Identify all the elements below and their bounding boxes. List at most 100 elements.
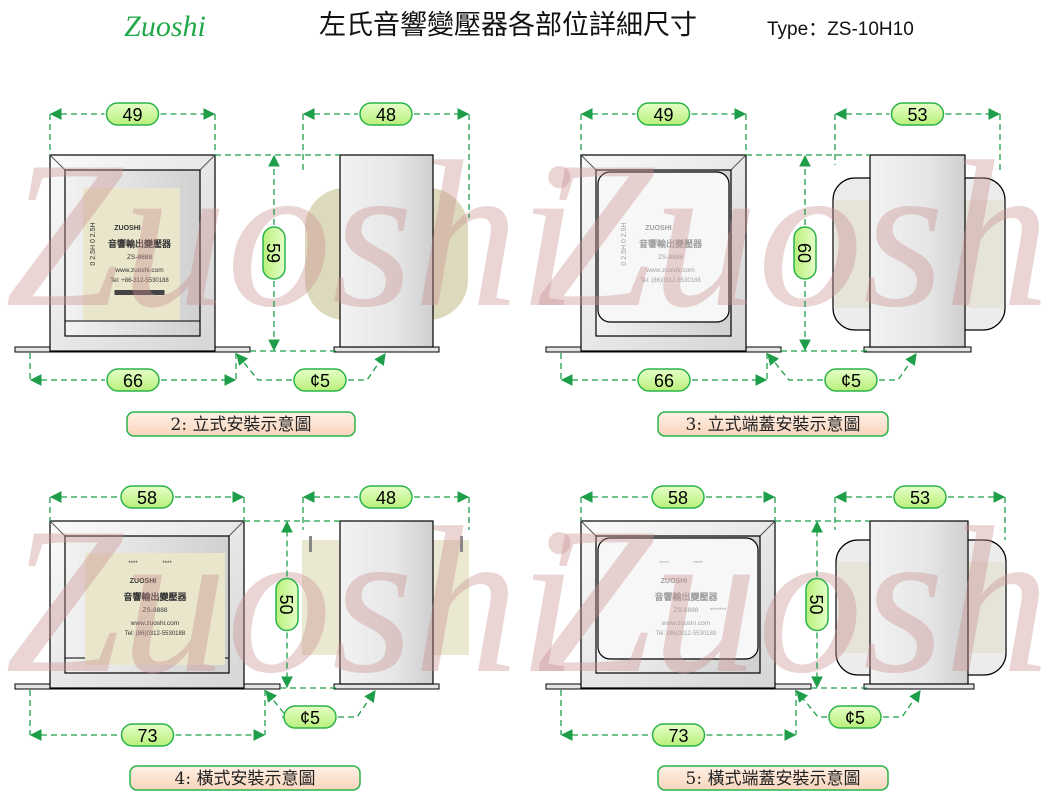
watermark: Zuoshi	[536, 485, 1053, 717]
dimension-pill	[637, 368, 691, 392]
dimension-value: ¢5	[300, 708, 320, 728]
type-label: Type：ZS-10H10	[767, 19, 914, 40]
nameplate-website: www.zuoshi.com	[114, 267, 163, 274]
nameplate-brand: ZUOSHI	[661, 578, 688, 585]
caption-box	[126, 411, 356, 437]
nameplate: ********ZUOSHI音響輸出變壓器ZS-8888www.zuoshi.c…	[85, 553, 225, 665]
dimension-pill	[893, 485, 947, 509]
end-cover	[597, 537, 759, 660]
dimensions-panel-4: 58 48 50 73 ¢5	[29, 485, 470, 747]
dimensions-panel-5: 58 53 50 73 ¢5	[560, 485, 1006, 747]
base-width-dimension: 73	[120, 723, 175, 747]
dimension-value: 53	[907, 105, 927, 125]
nameplate-product: 音響輸出變壓器	[123, 591, 187, 602]
hole-diameter-dimension: ¢5	[824, 368, 878, 392]
side-core	[339, 520, 434, 685]
base-width-dimension: 73	[651, 723, 706, 747]
nameplate-card	[85, 553, 225, 665]
caption-text: 4: 橫式安裝示意圖	[175, 769, 316, 789]
side-width-dimension: 48	[359, 485, 413, 509]
panel-5: ********ZUOSHI音響輸出變壓器ZS-8888www.zuoshi.c…	[545, 520, 1007, 690]
nameplate-brand: ZUOSHI	[130, 578, 157, 585]
caption-panel-5: 5: 橫式端蓋安裝示意圖	[657, 765, 889, 791]
caption-panel-4: 4: 橫式安裝示意圖	[129, 765, 361, 791]
dimension-value: ¢5	[841, 371, 861, 391]
nameplate-model: ZS-8888	[674, 607, 699, 614]
dimension-value: 50	[276, 594, 296, 614]
nameplate-model: ZS-8888	[127, 254, 152, 261]
pin-marks: ****	[659, 561, 669, 567]
dimension-value: 66	[123, 371, 143, 391]
hole-diameter-dimension: ¢5	[283, 705, 337, 729]
dimension-value: 48	[376, 105, 396, 125]
terminal-pin	[460, 536, 463, 552]
height-dimension: 59	[262, 226, 286, 280]
nameplate-marks: *******	[710, 608, 727, 614]
nameplate-tel: Tel: (86)0312-5530188	[640, 278, 701, 284]
dimension-pill	[651, 723, 706, 747]
dimension-value: 60	[794, 243, 814, 263]
caption-text: 2: 立式安裝示意圖	[171, 415, 312, 435]
panel-4: ********ZUOSHI音響輸出變壓器ZS-8888www.zuoshi.c…	[14, 520, 469, 690]
nameplate-product: 音響輸出變壓器	[108, 238, 172, 249]
dimension-pill	[120, 723, 175, 747]
dimensions-panel-3: 49 53 60 66 ¢5	[560, 102, 1001, 392]
dimension-value: 73	[668, 726, 688, 746]
frame-bevel	[49, 154, 216, 171]
dimension-line	[338, 690, 376, 718]
base-width-dimension: 66	[637, 368, 691, 392]
side-width-dimension: 48	[359, 102, 413, 126]
dimension-value: 73	[137, 726, 157, 746]
dimension-pill	[275, 577, 299, 632]
height-dimension: 50	[275, 577, 299, 632]
dimension-pill	[890, 102, 945, 126]
dimension-value: 49	[653, 105, 673, 125]
caption-panel-3: 3: 立式端蓋安裝示意圖	[657, 411, 889, 437]
nameplate-model: ZS-8888	[658, 254, 683, 261]
dimension-value: 58	[668, 488, 688, 508]
dimension-line	[348, 353, 386, 381]
hole-diameter-dimension: ¢5	[293, 368, 347, 392]
dimension-value: 66	[654, 371, 674, 391]
nameplate-tel: Tel: (86)0312-5530188	[125, 631, 186, 637]
dimension-pill	[262, 226, 286, 280]
dimension-value: 53	[910, 488, 930, 508]
dimension-pill	[359, 485, 413, 509]
page-title: 左氏音響變壓器各部位詳細尺寸	[319, 10, 697, 41]
nameplate-brand: ZUOSHI	[645, 225, 672, 232]
dimension-value: ¢5	[845, 708, 865, 728]
watermark: Zuoshi	[5, 119, 577, 351]
nameplate-model: ZS-8888	[143, 607, 168, 614]
dimension-value: 48	[376, 488, 396, 508]
pin-marks: ****	[128, 561, 138, 567]
dimension-value: 49	[122, 105, 142, 125]
frame-bevel	[49, 520, 245, 537]
dimension-line	[879, 353, 917, 381]
dimension-value: ¢5	[310, 371, 330, 391]
nameplate-tel: Tel: (86)0312-5530188	[656, 631, 717, 637]
dimension-line	[883, 690, 921, 718]
side-width-dimension: 53	[893, 485, 947, 509]
dimension-value: 58	[137, 488, 157, 508]
nameplate-website: www.zuoshi.com	[645, 267, 694, 274]
nameplate-website: www.zuoshi.com	[130, 620, 179, 627]
height-dimension: 50	[805, 577, 829, 632]
dimension-pill	[651, 485, 705, 509]
nameplate-product: 音響輸出變壓器	[654, 591, 718, 602]
dimension-pill	[293, 368, 347, 392]
dimension-pill	[805, 577, 829, 632]
dimensions-panel-2: 49 48 59 66 ¢5	[29, 102, 470, 392]
dimension-pill	[105, 102, 160, 126]
side-core	[869, 520, 969, 685]
base-width-dimension: 66	[106, 368, 160, 392]
dimension-pill	[106, 368, 160, 392]
barcode	[114, 290, 165, 295]
dimension-value: 59	[263, 243, 283, 263]
dimension-pill	[120, 485, 174, 509]
dimension-pill	[793, 226, 817, 280]
side-width-dimension: 53	[890, 102, 945, 126]
dimension-value: 50	[806, 594, 826, 614]
